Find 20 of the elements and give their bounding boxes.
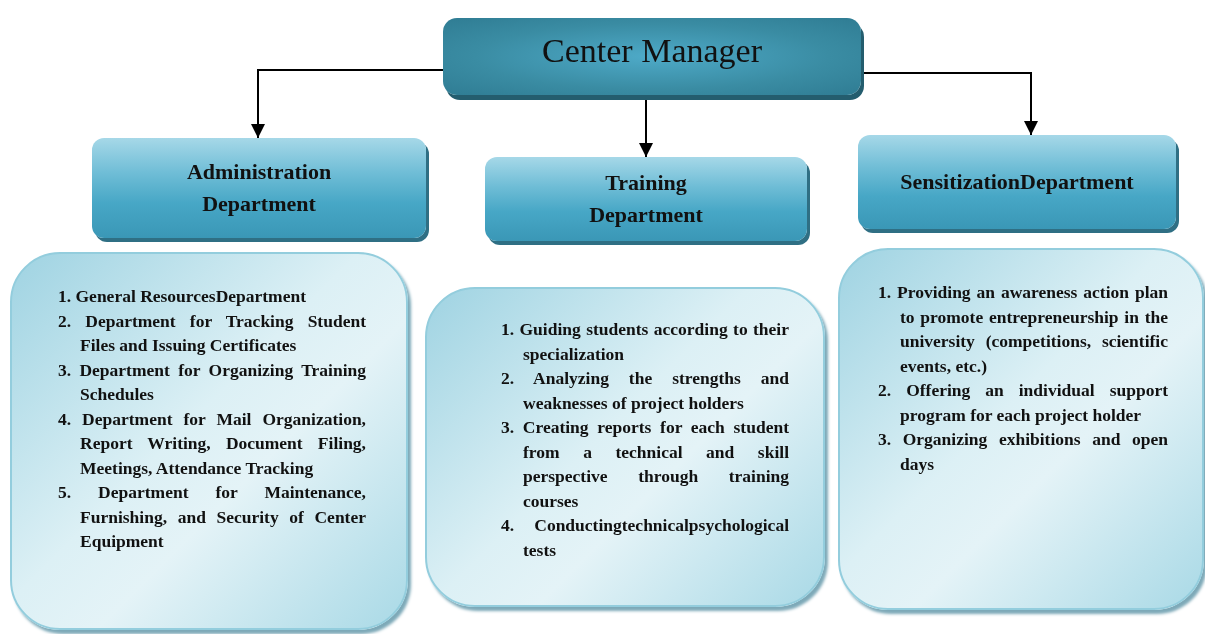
list-item: 3. Department for Organizing Training Schedules (58, 358, 366, 406)
list-item: 4. Conductingtechnicalpsychological tests (501, 514, 789, 562)
list-item: 4. Department for Mail Organization, Report Writing, Document Filing, Meetings, Attendance Tracking (58, 407, 366, 480)
task-list-card (10, 252, 408, 630)
list-item: 2. Department for Tracking Student Files and Issuing Certificates (58, 309, 366, 357)
list-item: 1. Guiding students according to their specialization (501, 318, 789, 366)
list-item: 1. General ResourcesDepartment (58, 285, 308, 308)
list-item: 1. Providing an awareness action plan to promote entrepreneurship in the university (competitions, scientific events, etc.) (878, 281, 1168, 378)
task-list-card (838, 248, 1204, 610)
list-item: 2. Offering an individual support program for each project holder (878, 379, 1168, 427)
list-item: 3. Organizing exhibitions and open days (878, 428, 1168, 476)
manager-title: Center Manager (542, 31, 762, 70)
department-title: Administration Department (185, 158, 333, 218)
arrow (251, 69, 444, 139)
department-title: SensitizationDepartment (900, 168, 1134, 197)
department-title: Training Department (588, 169, 704, 229)
task-list-card (425, 287, 825, 607)
list-item: 5. Department for Maintenance, Furnishing, and Security of Center Equipment (58, 481, 366, 553)
list-item: 2. Analyzing the strengths and weaknesses of project holders (501, 367, 789, 415)
list-item: 3. Creating reports for each student from a technical and skill perspective through training courses (501, 416, 789, 513)
